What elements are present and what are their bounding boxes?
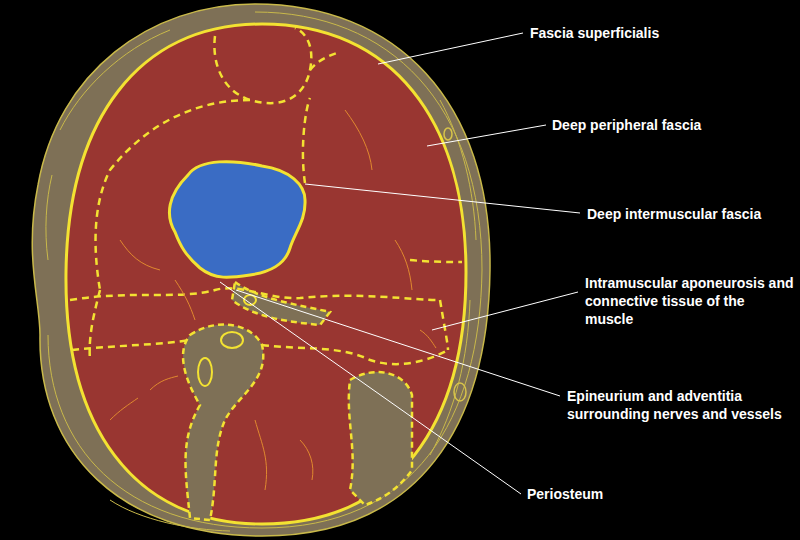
drawing-stroke	[48, 12, 482, 528]
callout-label: Fascia superficialis	[530, 24, 790, 42]
drawing-stroke	[262, 345, 448, 364]
drawing-stroke	[432, 292, 578, 330]
drawing-stroke	[90, 290, 100, 360]
drawing-stroke	[175, 280, 195, 320]
vessels-and-nerves	[198, 295, 256, 386]
muscle-compartment-lines	[70, 28, 462, 364]
drawing-stroke	[120, 240, 160, 270]
drawing-stroke	[232, 282, 330, 325]
drawing-stroke	[349, 372, 412, 505]
drawing-stroke	[440, 300, 448, 350]
intramuscular-aponeurosis	[110, 110, 436, 490]
callout-label: Deep peripheral fascia	[552, 116, 792, 134]
drawing-stroke	[236, 290, 560, 396]
drawing-stroke	[305, 184, 580, 213]
drawing-stroke	[220, 282, 521, 494]
superficial-fascia-lines	[46, 12, 482, 531]
drawing-stroke	[395, 240, 412, 290]
drawing-stroke	[46, 175, 52, 260]
drawing-stroke	[150, 376, 178, 390]
drawing-stroke	[214, 28, 311, 103]
drawing-stroke	[427, 125, 546, 146]
drawing-stroke	[310, 52, 340, 70]
drawing-stroke	[420, 330, 436, 348]
drawing-stroke	[300, 440, 313, 480]
callout-label: Deep intermuscular fascia	[587, 205, 794, 223]
drawing-stroke	[110, 398, 138, 420]
drawing-stroke	[444, 128, 452, 140]
callout-label: Periosteum	[527, 485, 787, 503]
drawing-stroke	[303, 98, 310, 183]
drawing-stroke	[221, 332, 243, 348]
drawing-stroke	[70, 288, 440, 300]
drawing-stroke	[410, 260, 462, 262]
drawing-stroke	[255, 420, 267, 490]
drawing-stroke	[183, 325, 263, 520]
callout-label: Intramuscular aponeurosis and connective…	[585, 274, 796, 328]
neurovascular-septa	[183, 282, 412, 520]
drawing-stroke	[198, 358, 212, 386]
femur-bone	[169, 162, 305, 278]
drawing-stroke	[454, 383, 466, 401]
callout-label: Epineurium and adventitia surrounding ne…	[567, 387, 796, 423]
leader-lines	[220, 33, 580, 494]
muscle-region	[66, 24, 466, 524]
drawing-stroke	[345, 110, 372, 170]
drawing-stroke	[378, 33, 523, 64]
subcutaneous-layer	[32, 4, 490, 536]
